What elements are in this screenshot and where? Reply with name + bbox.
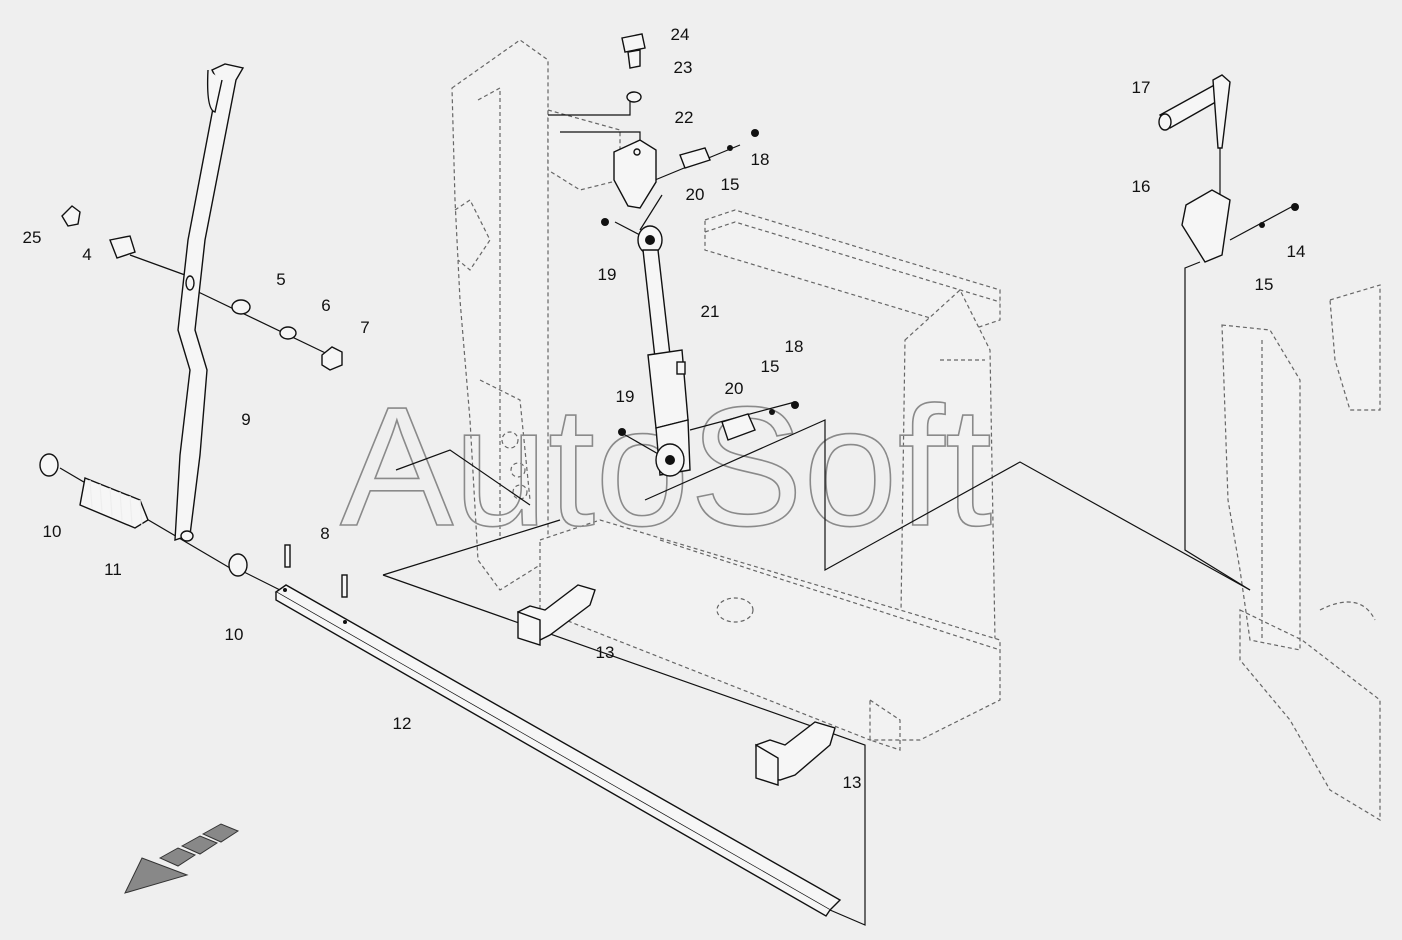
callout-c24: 24 (671, 25, 690, 44)
bolt-24 (621, 33, 646, 69)
washer-5 (231, 299, 251, 315)
fasteners-top (601, 33, 799, 477)
clip-14 (1291, 203, 1299, 211)
callout-c10b: 10 (225, 625, 244, 644)
callout-c7: 7 (360, 318, 369, 337)
callout-c15c: 15 (1255, 275, 1274, 294)
callout-c16: 16 (1132, 177, 1151, 196)
spring-11 (79, 477, 149, 529)
direction-arrow-icon (124, 823, 240, 894)
frame-outline (451, 39, 1381, 822)
lever-part-9 (174, 63, 245, 542)
callout-c10a: 10 (43, 522, 62, 541)
callout-c19b: 19 (616, 387, 635, 406)
nut-19a (601, 218, 609, 226)
callout-c8: 8 (320, 524, 329, 543)
washer-15c (1259, 222, 1265, 228)
fasteners-right (1158, 74, 1299, 263)
callout-c23: 23 (674, 58, 693, 77)
callout-c18a: 18 (751, 150, 770, 169)
callout-labels: 24 23 22 18 15 20 19 21 18 15 20 19 17 16 14 15 25 4 5 6 7 9 1… (23, 25, 1306, 792)
pin-20a (679, 147, 711, 169)
callout-c11: 11 (104, 560, 122, 579)
clip-18b (791, 401, 799, 409)
washer-23 (626, 91, 642, 103)
callout-c20b: 20 (725, 379, 744, 398)
callout-c13b: 13 (843, 773, 862, 792)
nut-19b (618, 428, 626, 436)
pin-20b (721, 413, 756, 441)
pin-8a (284, 544, 291, 568)
callout-c5: 5 (276, 270, 285, 289)
shaft-part-12 (274, 584, 842, 917)
nut-7 (321, 346, 343, 371)
clip-18a (751, 129, 759, 137)
washer-15b (769, 409, 775, 415)
callout-c15b: 15 (761, 357, 780, 376)
callout-c9: 9 (241, 410, 250, 429)
washer-10a (39, 453, 59, 477)
washer-15a (727, 145, 733, 151)
callout-c13a: 13 (596, 643, 615, 662)
fasteners-left (39, 205, 348, 598)
clip-25 (61, 205, 81, 227)
arm-part-13b (755, 721, 836, 786)
callout-c21: 21 (701, 302, 720, 321)
bracket-16 (1181, 189, 1231, 263)
washer-6 (279, 326, 297, 340)
callout-c17: 17 (1132, 78, 1151, 97)
callout-c20a: 20 (686, 185, 705, 204)
callout-c22: 22 (675, 108, 694, 127)
callout-c4: 4 (82, 245, 91, 264)
callout-c25: 25 (23, 228, 42, 247)
callout-c12: 12 (393, 714, 412, 733)
callout-c18b: 18 (785, 337, 804, 356)
callout-c19a: 19 (598, 265, 617, 284)
washer-10b (228, 553, 248, 577)
pin-8b (341, 574, 348, 598)
callout-c6: 6 (321, 296, 330, 315)
rod-21 (637, 225, 691, 477)
arm-part-13a (517, 584, 596, 646)
callout-c15a: 15 (721, 175, 740, 194)
clevis-22 (613, 139, 657, 209)
bolt-4 (109, 235, 136, 259)
callout-c14: 14 (1287, 242, 1306, 261)
